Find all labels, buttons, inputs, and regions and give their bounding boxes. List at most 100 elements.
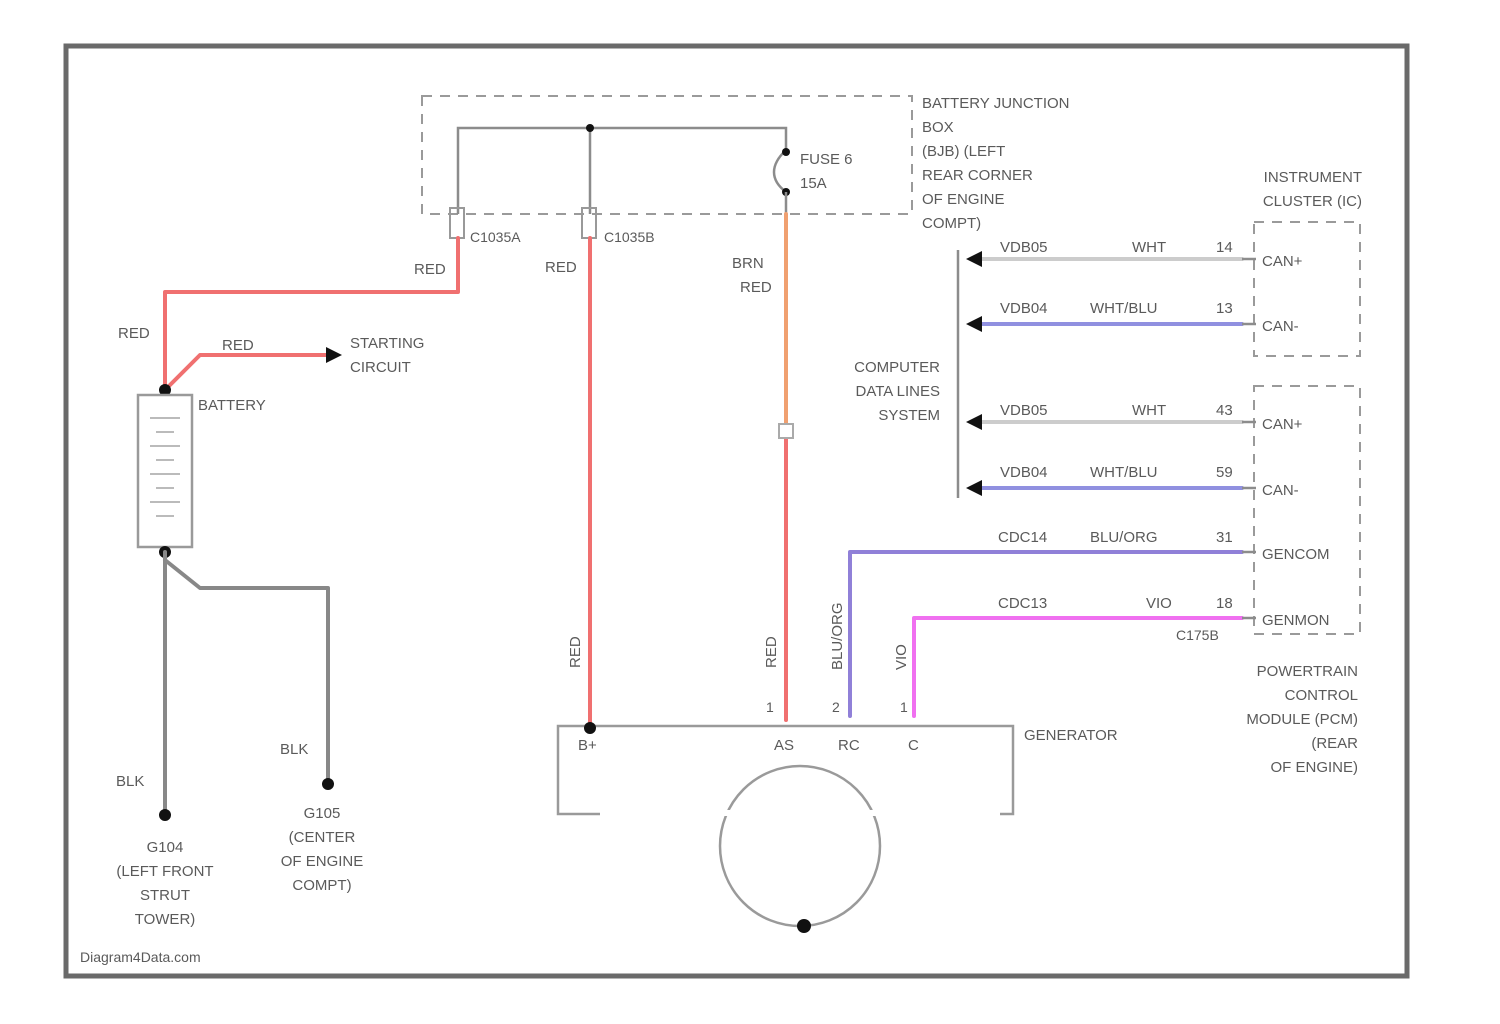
wire-label-brn: BRN	[732, 255, 764, 272]
wire-red-starting-circuit	[165, 355, 335, 390]
circuit-id: VDB05	[1000, 402, 1048, 419]
wire-label-red-vertical: RED	[763, 636, 780, 668]
can-arrow	[966, 480, 982, 496]
wire-label-red-vertical: RED	[567, 636, 584, 668]
bjb-label-line: BATTERY JUNCTION	[922, 95, 1070, 112]
circuit-signal: CAN+	[1262, 253, 1303, 270]
bjb-label-line: (BJB) (LEFT	[922, 143, 1005, 160]
wire-label-red: RED	[545, 259, 577, 276]
ground-g105-label-line: COMPT)	[292, 877, 351, 894]
generator-terminal-as: AS	[774, 737, 794, 754]
circuit-color: WHT	[1132, 239, 1166, 256]
bjb-splice-node	[586, 124, 594, 132]
can-arrow	[966, 414, 982, 430]
circuit-pin: 13	[1216, 300, 1233, 317]
circuit-signal: GENMON	[1262, 612, 1330, 629]
circuit-pin: 31	[1216, 529, 1233, 546]
ground-g105-label-line: (CENTER	[289, 829, 356, 846]
pcm-label-line: CONTROL	[1285, 687, 1358, 704]
circuit-signal: GENCOM	[1262, 546, 1330, 563]
circuit-signal: CAN+	[1262, 416, 1303, 433]
instrument-cluster-label: INSTRUMENT	[1264, 169, 1362, 186]
pcm-label-line: (REAR	[1311, 735, 1358, 752]
generator-terminal-b-plus: B+	[578, 737, 597, 754]
bjb-label-line: BOX	[922, 119, 954, 136]
fuse-6-rating: 15A	[800, 175, 827, 192]
circuit-id: VDB04	[1000, 464, 1048, 481]
starting-circuit-label: STARTING	[350, 335, 424, 352]
generator-terminal-rc: RC	[838, 737, 860, 754]
generator-terminal-c: C	[908, 737, 919, 754]
bjb-internal-bus	[458, 128, 786, 214]
fuse-6-symbol	[774, 150, 786, 192]
starting-circuit-arrow	[326, 347, 342, 363]
circuit-row: VDB05 WHT 43 CAN+	[1000, 402, 1303, 433]
connector-c1035b-label: C1035B	[604, 229, 655, 245]
instrument-cluster-label: CLUSTER (IC)	[1263, 193, 1362, 210]
computer-data-lines-label: COMPUTER	[854, 359, 940, 376]
pcm-label-line: MODULE (PCM)	[1246, 711, 1358, 728]
circuit-row: CDC14 BLU/ORG 31 GENCOM	[998, 529, 1330, 563]
generator-body-mask	[600, 810, 1000, 816]
generator-label: GENERATOR	[1024, 727, 1118, 744]
circuit-color: WHT	[1132, 402, 1166, 419]
circuit-pin: 59	[1216, 464, 1233, 481]
pcm-label: POWERTRAIN CONTROL MODULE (PCM) (REAR OF…	[1246, 663, 1358, 776]
bjb-label-line: COMPT)	[922, 215, 981, 232]
circuit-id: CDC14	[998, 529, 1047, 546]
ground-g104-label-line: TOWER)	[135, 911, 196, 928]
can-arrow	[966, 316, 982, 332]
circuit-color: VIO	[1146, 595, 1172, 612]
connector-c1035a-label: C1035A	[470, 229, 521, 245]
ground-g104-node	[159, 809, 171, 821]
wire-label-blk: BLK	[280, 741, 308, 758]
ground-g105-label: G105 (CENTER OF ENGINE COMPT)	[281, 805, 364, 894]
circuit-color: WHT/BLU	[1090, 300, 1158, 317]
battery-label: BATTERY	[198, 397, 266, 414]
generator-pin-number: 1	[900, 699, 908, 715]
generator-b-plus-terminal	[584, 722, 596, 734]
generator-pin-number: 2	[832, 699, 840, 715]
ground-g105-label-line: OF ENGINE	[281, 853, 364, 870]
circuit-id: CDC13	[998, 595, 1047, 612]
fuse-6-terminal-top	[782, 148, 790, 156]
instrument-cluster-outline	[1254, 222, 1360, 356]
circuit-color: BLU/ORG	[1090, 529, 1158, 546]
fuse-6-label: FUSE 6	[800, 151, 853, 168]
generator-pin-number: 1	[766, 699, 774, 715]
starting-circuit-label: CIRCUIT	[350, 359, 411, 376]
computer-data-lines-label: SYSTEM	[878, 407, 940, 424]
pcm-connector-label: C175B	[1176, 627, 1219, 643]
bjb-label: BATTERY JUNCTION BOX (BJB) (LEFT REAR CO…	[922, 95, 1070, 232]
pcm-label-line: OF ENGINE)	[1270, 759, 1358, 776]
circuit-id: VDB05	[1000, 239, 1048, 256]
ground-g104-label-line: STRUT	[140, 887, 190, 904]
ground-g105-label-line: G105	[304, 805, 341, 822]
ground-g104-label: G104 (LEFT FRONT STRUT TOWER)	[116, 839, 213, 928]
circuit-pin: 14	[1216, 239, 1233, 256]
wire-label-vio-vertical: VIO	[893, 644, 910, 670]
wire-label-red: RED	[740, 279, 772, 296]
pcm-label-line: POWERTRAIN	[1257, 663, 1358, 680]
circuit-pin: 43	[1216, 402, 1233, 419]
wire-label-red: RED	[222, 337, 254, 354]
generator-symbol	[720, 766, 880, 926]
bjb-label-line: OF ENGINE	[922, 191, 1005, 208]
circuit-color: WHT/BLU	[1090, 464, 1158, 481]
watermark: Diagram4Data.com	[80, 949, 201, 965]
wire-label-red: RED	[118, 325, 150, 342]
inline-connector	[779, 424, 793, 438]
circuit-pin: 18	[1216, 595, 1233, 612]
wire-label-blk: BLK	[116, 773, 144, 790]
wire-label-blu-org-vertical: BLU/ORG	[829, 602, 846, 670]
circuit-id: VDB04	[1000, 300, 1048, 317]
bjb-label-line: REAR CORNER	[922, 167, 1033, 184]
circuit-row: CDC13 VIO 18 GENMON	[998, 595, 1330, 629]
ground-g104-label-line: (LEFT FRONT	[116, 863, 213, 880]
ground-g104-label-line: G104	[147, 839, 184, 856]
wire-label-red: RED	[414, 261, 446, 278]
circuit-row: VDB05 WHT 14 CAN+	[1000, 239, 1303, 270]
circuit-signal: CAN-	[1262, 482, 1299, 499]
generator-ground-node	[797, 919, 811, 933]
